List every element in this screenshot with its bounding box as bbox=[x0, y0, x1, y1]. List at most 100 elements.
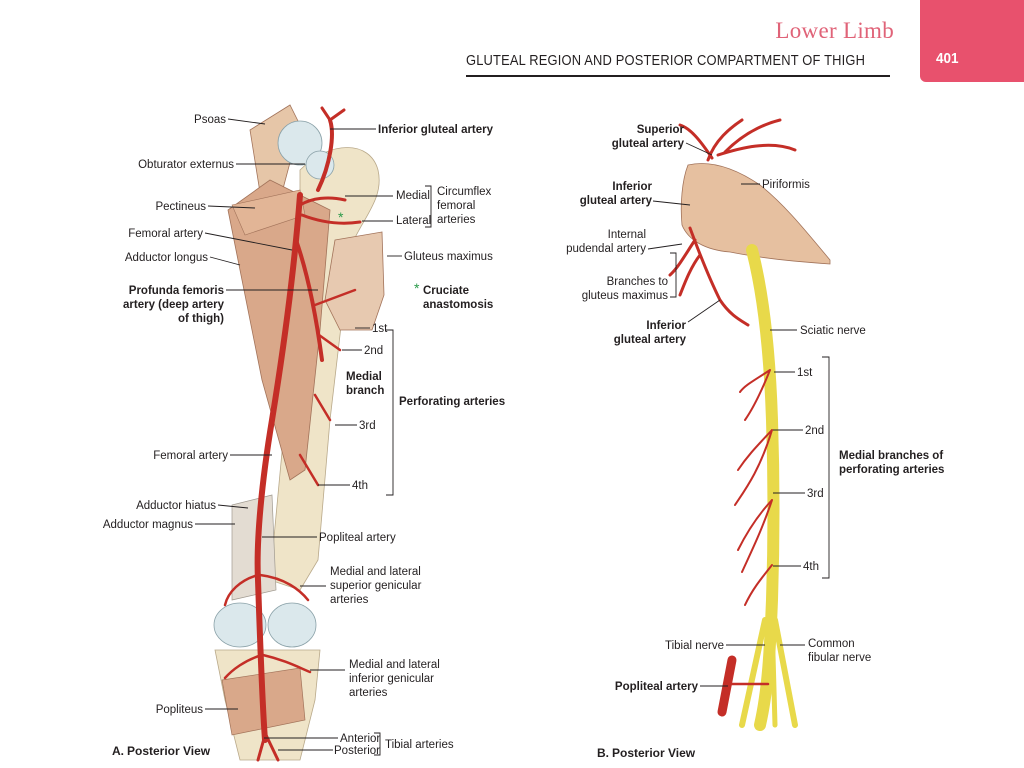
label-perf-2nd: 2nd bbox=[364, 345, 383, 357]
label-medial-branches-1: Medial branches of bbox=[839, 450, 943, 462]
label-lateral: Lateral bbox=[396, 215, 431, 227]
knee-lateral-condyle bbox=[267, 602, 317, 648]
figure-b-labels: Superior gluteal artery Piriformis Infer… bbox=[566, 124, 944, 760]
label-popliteal-artery-b: Popliteal artery bbox=[615, 681, 699, 693]
label-superior-gluteal-1: Superior bbox=[637, 124, 685, 136]
label-internal-pudendal-2: pudendal artery bbox=[566, 243, 646, 255]
label-sup-genicular-1: Medial and lateral bbox=[330, 566, 421, 578]
label-gluteus-maximus: Gluteus maximus bbox=[404, 251, 493, 263]
sup-genicular-vessels bbox=[223, 573, 310, 607]
perforating-2 bbox=[317, 333, 342, 352]
label-inferior-gluteal-artery: Inferior gluteal artery bbox=[378, 124, 494, 136]
label-b-1st: 1st bbox=[797, 367, 813, 379]
perforating-4 bbox=[298, 453, 320, 487]
femoral-artery-vessel bbox=[254, 192, 303, 743]
label-profunda-2: artery (deep artery bbox=[123, 299, 225, 311]
tibial-vessels bbox=[256, 733, 280, 762]
circumflex-medial bbox=[298, 196, 347, 207]
figure-b-illustration bbox=[668, 118, 831, 731]
label-psoas: Psoas bbox=[194, 114, 226, 126]
page-number: 401 bbox=[936, 50, 959, 67]
label-adductor-magnus: Adductor magnus bbox=[103, 519, 193, 531]
circumflex-lateral bbox=[300, 213, 362, 225]
label-anterior: Anterior bbox=[340, 733, 380, 745]
label-popliteal-artery-a: Popliteal artery bbox=[319, 532, 396, 544]
label-profunda-1: Profunda femoris bbox=[129, 285, 224, 297]
label-cruciate-2: anastomosis bbox=[423, 299, 493, 311]
label-circumflex-2: femoral bbox=[437, 200, 475, 212]
label-piriformis: Piriformis bbox=[762, 179, 810, 191]
inf-genicular-vessels bbox=[223, 653, 312, 680]
label-sup-genicular-3: arteries bbox=[330, 594, 369, 606]
label-tibial-arteries: Tibial arteries bbox=[385, 739, 454, 751]
inferior-gluteal-artery-vessel bbox=[316, 118, 334, 192]
section-title: Lower Limb bbox=[775, 18, 894, 43]
label-common-fibular-2: fibular nerve bbox=[808, 652, 871, 664]
label-inferior-gluteal-a-2: gluteal artery bbox=[580, 195, 653, 207]
medial-branch-2 bbox=[734, 429, 773, 506]
label-tibial-nerve: Tibial nerve bbox=[665, 640, 724, 652]
label-b-4th: 4th bbox=[803, 561, 819, 573]
figure-b-caption-letter: B. bbox=[597, 746, 609, 760]
label-medial-branch-2: branch bbox=[346, 385, 384, 397]
label-superior-gluteal-2: gluteal artery bbox=[612, 138, 685, 150]
label-posterior: Posterior bbox=[334, 745, 380, 757]
superior-gluteal-vessels bbox=[678, 118, 797, 162]
label-inf-genicular-3: arteries bbox=[349, 687, 388, 699]
sciatic-nerve-vessel bbox=[746, 244, 780, 731]
gluteus-maximus-flap bbox=[324, 231, 385, 331]
label-perf-1st: 1st bbox=[372, 323, 388, 335]
cruciate-star-marker: * bbox=[338, 209, 344, 225]
figure-a-caption: Posterior View bbox=[127, 744, 211, 758]
perforating-3 bbox=[313, 393, 332, 422]
femur-bone bbox=[269, 147, 380, 591]
label-femoral-artery-upper: Femoral artery bbox=[128, 228, 203, 240]
label-popliteus: Popliteus bbox=[156, 704, 204, 716]
adductor-muscles bbox=[227, 179, 331, 481]
label-circumflex-1: Circumflex bbox=[437, 186, 492, 198]
label-common-fibular-1: Common bbox=[808, 638, 855, 650]
label-pectineus: Pectineus bbox=[155, 201, 206, 213]
piriformis-muscle bbox=[680, 163, 831, 265]
figure-b-caption: Posterior View bbox=[612, 746, 696, 760]
label-medial-branch-1: Medial bbox=[346, 371, 382, 383]
label-medial-branches-2: perforating arteries bbox=[839, 464, 944, 476]
knee-medial-condyle bbox=[213, 602, 267, 648]
medial-branch-3 bbox=[737, 499, 773, 573]
label-perforating-arteries: Perforating arteries bbox=[399, 396, 505, 408]
page-title: GLUTEAL REGION AND POSTERIOR COMPARTMENT… bbox=[466, 52, 866, 69]
label-sciatic-nerve: Sciatic nerve bbox=[800, 325, 866, 337]
tibial-nerve-vessel bbox=[739, 617, 768, 728]
page-number-tab: 401 bbox=[920, 0, 1024, 82]
figure-a-illustration: * bbox=[213, 104, 385, 762]
label-internal-pudendal-1: Internal bbox=[608, 229, 646, 241]
header-rule bbox=[466, 75, 890, 77]
label-branches-2: gluteus maximus bbox=[582, 290, 669, 302]
profunda-artery-vessel bbox=[294, 238, 324, 362]
label-sup-genicular-2: superior genicular bbox=[330, 580, 422, 592]
common-fibular-nerve-vessel bbox=[772, 617, 798, 728]
figure-a-caption-letter: A. bbox=[112, 744, 124, 758]
label-inferior-gluteal-b-1: Inferior bbox=[646, 320, 686, 332]
label-adductor-longus: Adductor longus bbox=[125, 252, 208, 264]
label-inf-genicular-2: inferior genicular bbox=[349, 673, 434, 685]
label-adductor-hiatus: Adductor hiatus bbox=[136, 500, 216, 512]
label-inferior-gluteal-b-2: gluteal artery bbox=[614, 334, 687, 346]
label-b-2nd: 2nd bbox=[805, 425, 824, 437]
figure-a-labels: Psoas Inferior gluteal artery Obturator … bbox=[103, 114, 505, 758]
medial-branch-1 bbox=[739, 369, 771, 421]
label-obturator-externus: Obturator externus bbox=[138, 159, 234, 171]
figure-a-leaders bbox=[195, 118, 432, 756]
label-branches-1: Branches to bbox=[607, 276, 668, 288]
label-profunda-3: of thigh) bbox=[178, 313, 224, 325]
perforating-1 bbox=[313, 288, 357, 307]
label-perf-3rd: 3rd bbox=[359, 420, 376, 432]
label-circumflex-3: arteries bbox=[437, 214, 476, 226]
label-inferior-gluteal-a-1: Inferior bbox=[612, 181, 652, 193]
label-cruciate-star: * bbox=[414, 280, 420, 296]
label-medial: Medial bbox=[396, 190, 430, 202]
nerve-branch bbox=[769, 617, 778, 728]
figure-b-leaders bbox=[647, 142, 830, 687]
inferior-gluteal-vessels bbox=[668, 226, 750, 327]
